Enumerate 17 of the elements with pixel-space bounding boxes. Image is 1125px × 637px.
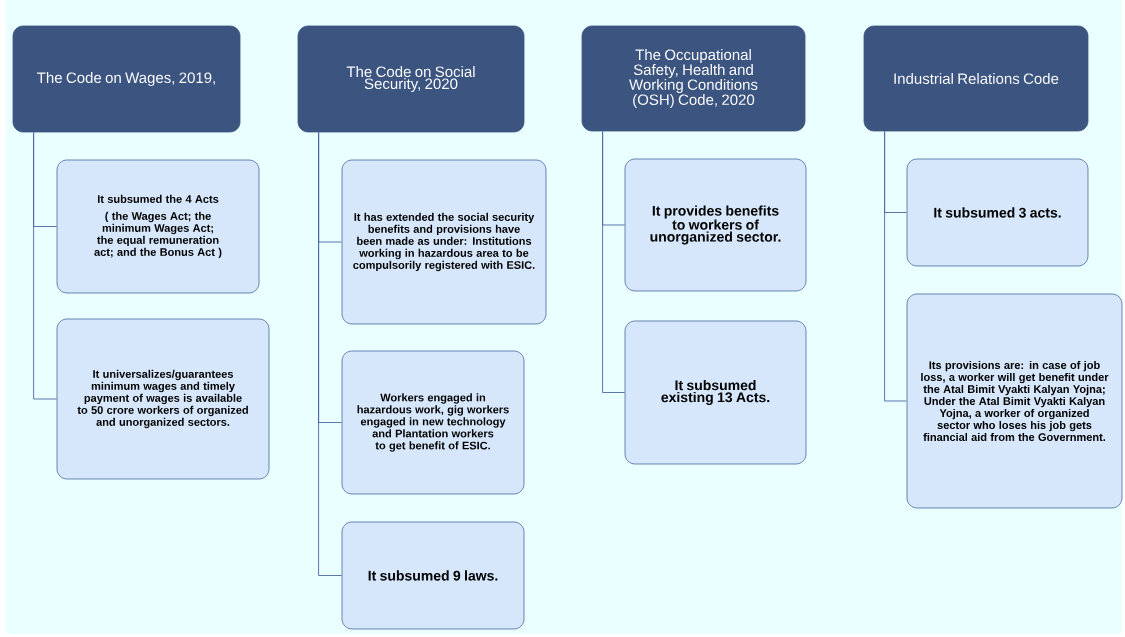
code-header-box: The Code on Social Security, 2020 <box>297 25 525 133</box>
detail-box: It has extended the social security benefits and provisions have been made as under: Institutions working in hazardous area to be compulsorily registered with ESIC. <box>341 159 547 325</box>
detail-box: It subsumed the 4 Acts ( the Wages Act; the minimum Wages Act; the equal remuneration act; and the Bonus Act ) <box>56 159 260 294</box>
connector-line <box>602 130 626 393</box>
code-header-box: The Code on Wages, 2019, <box>12 25 241 133</box>
detail-box: It subsumed 3 acts. <box>906 158 1089 267</box>
connector-line <box>318 131 343 576</box>
detail-box: Its provisions are: in case of job loss, a worker will get benefit under the Atal Bimit Vyakti Kalyan Yojna; Under the Atal Bimit Vyakti Kalyan Yojna, a worker of organized sector who loses his job gets financial aid from the Government. <box>906 293 1123 509</box>
detail-box: It subsumed 9 laws. <box>341 521 525 630</box>
connector-line <box>33 131 58 400</box>
code-header-box: Industrial Relations Code <box>863 25 1089 132</box>
connector-line <box>884 130 908 402</box>
detail-box: It provides benefits to workers of unorganized sector. <box>624 158 807 292</box>
detail-box: It subsumed existing 13 Acts. <box>624 320 807 465</box>
detail-box: It universalizes/guarantees minimum wages and timely payment of wages is available to 50 crore workers of organized and unorganized sectors. <box>56 318 270 480</box>
detail-box: Workers engaged in hazardous work, gig workers engaged in new technology and Plantation workers to get benefit of ESIC. <box>341 350 525 495</box>
code-header-box: The Occupational Safety, Health and Working Conditions (OSH) Code, 2020 <box>581 25 806 132</box>
